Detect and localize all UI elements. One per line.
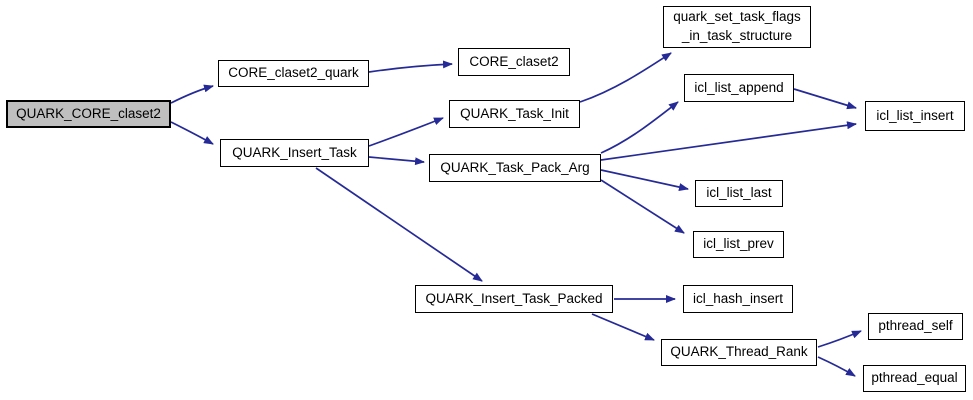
node-icl_list_append[interactable]: icl_list_append: [684, 74, 794, 102]
edge-QUARK_Thread_Rank-to-pthread_self: [817, 330, 862, 348]
node-icl_list_prev[interactable]: icl_list_prev: [693, 231, 784, 258]
node-QUARK_Insert_Task_Packed[interactable]: QUARK_Insert_Task_Packed: [415, 285, 613, 313]
node-pthread_equal[interactable]: pthread_equal: [863, 365, 966, 392]
edge-QUARK_Task_Pack_Arg-to-icl_list_last: [600, 169, 689, 191]
edge-QUARK_Task_Init-to-quark_set_task_flags_in_task_structure: [579, 52, 672, 103]
node-QUARK_CORE_claset2[interactable]: QUARK_CORE_claset2: [6, 100, 171, 128]
edge-icl_list_append-to-icl_list_insert: [793, 88, 857, 110]
node-CORE_claset2_quark[interactable]: CORE_claset2_quark: [218, 60, 369, 87]
edge-QUARK_Thread_Rank-to-pthread_equal: [817, 356, 856, 377]
node-QUARK_Task_Init[interactable]: QUARK_Task_Init: [449, 100, 580, 128]
node-QUARK_Insert_Task[interactable]: QUARK_Insert_Task: [220, 139, 369, 167]
edge-QUARK_Task_Pack_Arg-to-icl_list_prev: [600, 179, 685, 234]
edge-QUARK_Task_Pack_Arg-to-icl_list_insert: [600, 121, 857, 161]
edge-QUARK_Insert_Task-to-QUARK_Task_Init: [368, 117, 444, 147]
node-quark_set_task_flags_in_task_structure[interactable]: quark_set_task_flags _in_task_structure: [663, 6, 811, 48]
edge-QUARK_Insert_Task-to-QUARK_Task_Pack_Arg: [368, 156, 425, 166]
node-icl_list_insert[interactable]: icl_list_insert: [865, 101, 965, 131]
edge-QUARK_CORE_claset2-to-QUARK_Insert_Task: [170, 121, 214, 145]
node-pthread_self[interactable]: pthread_self: [868, 313, 963, 340]
edge-QUARK_Insert_Task-to-QUARK_Insert_Task_Packed: [315, 167, 483, 282]
node-icl_hash_insert[interactable]: icl_hash_insert: [683, 285, 793, 313]
node-QUARK_Task_Pack_Arg[interactable]: QUARK_Task_Pack_Arg: [429, 154, 601, 182]
edge-QUARK_Task_Pack_Arg-to-icl_list_append: [600, 101, 679, 154]
node-QUARK_Thread_Rank[interactable]: QUARK_Thread_Rank: [661, 339, 817, 366]
node-CORE_claset2[interactable]: CORE_claset2: [458, 48, 570, 76]
node-icl_list_last[interactable]: icl_list_last: [695, 180, 783, 207]
edge-QUARK_CORE_claset2-to-CORE_claset2_quark: [170, 84, 214, 104]
edge-CORE_claset2_quark-to-CORE_claset2: [368, 60, 453, 73]
edge-QUARK_Insert_Task_Packed-to-QUARK_Thread_Rank: [591, 313, 655, 341]
